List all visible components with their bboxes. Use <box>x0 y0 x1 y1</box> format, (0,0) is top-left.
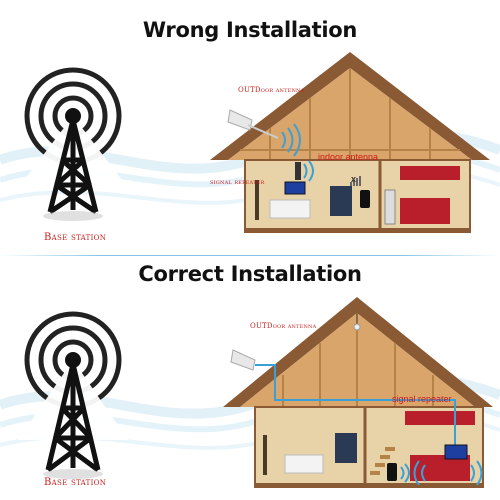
wrong-installation-title: Wrong Installation <box>142 18 358 42</box>
outdoor-antenna-label: OUTDoor antenna <box>250 322 317 330</box>
panel-divider <box>0 255 500 256</box>
base-station-label: Base station <box>44 477 107 488</box>
signal-repeater-label: signal repeater <box>392 394 452 404</box>
correct-installation-title: Correct Installation <box>138 262 362 286</box>
outdoor-antenna-label: OUTDoor antenna <box>238 86 305 94</box>
signal-repeater-label: signal repeater <box>210 178 265 186</box>
wrong-installation-panel: Wrong Installation Base station <box>18 18 490 243</box>
base-station-label: Base station <box>44 232 107 243</box>
house-illustration <box>223 297 493 488</box>
weak-signal-mark: x <box>351 174 357 184</box>
indoor-antenna-label: indoor antenna <box>318 152 379 162</box>
outdoor-antenna <box>227 109 279 139</box>
cell-tower-icon <box>18 67 128 221</box>
cell-tower-icon <box>18 311 128 479</box>
house-illustration <box>210 52 490 233</box>
correct-installation-panel: Correct Installation Base station <box>0 250 500 500</box>
